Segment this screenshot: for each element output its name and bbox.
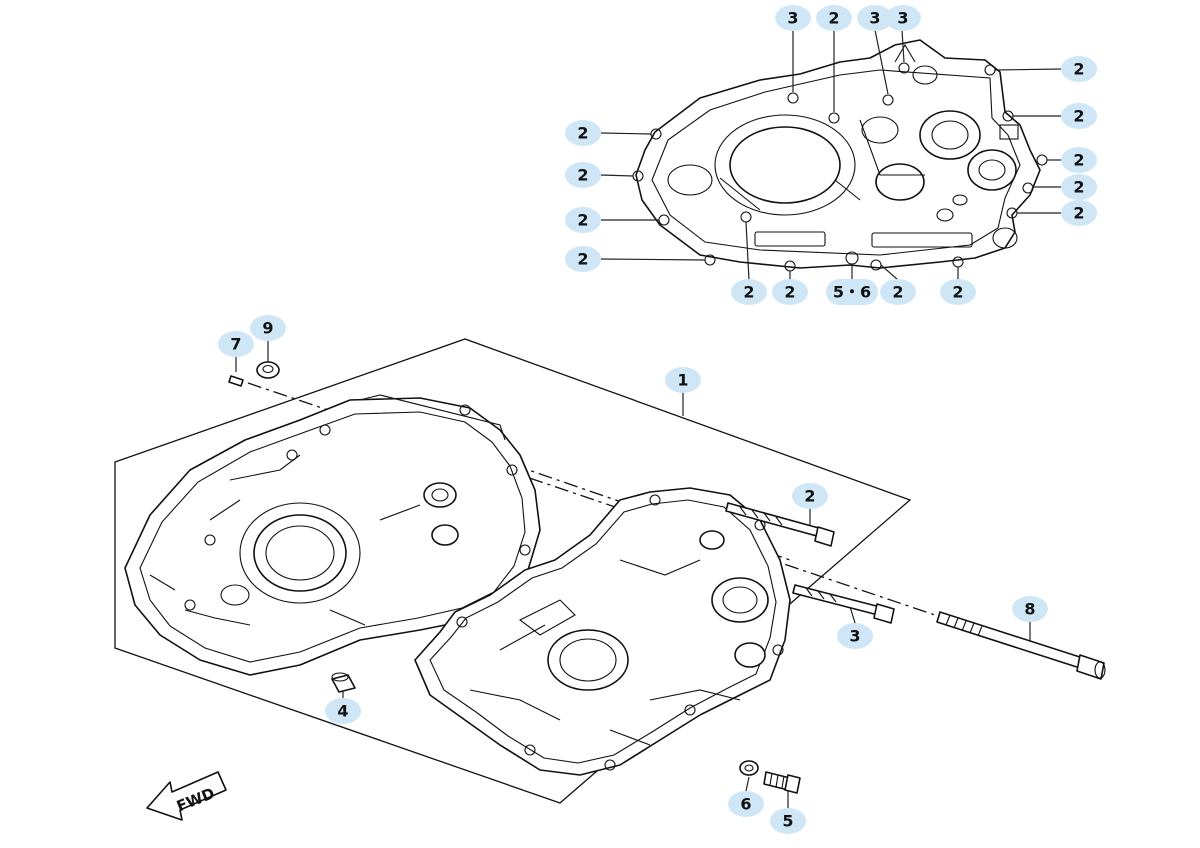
- callout: 2: [565, 207, 601, 233]
- svg-text:2: 2: [952, 283, 963, 302]
- svg-text:2: 2: [1073, 178, 1084, 197]
- callout: 1: [665, 367, 701, 393]
- callout: 2: [1061, 147, 1097, 173]
- svg-text:3: 3: [849, 627, 860, 646]
- callout: 4: [325, 698, 361, 724]
- svg-text:2: 2: [1073, 60, 1084, 79]
- svg-text:4: 4: [337, 702, 348, 721]
- callout: 2: [1061, 56, 1097, 82]
- callout: 2: [565, 120, 601, 146]
- callout: 2: [940, 279, 976, 305]
- svg-text:2: 2: [577, 250, 588, 269]
- top-view-leaders: [600, 29, 1062, 281]
- svg-text:2: 2: [892, 283, 903, 302]
- left-half-bearing-bore: [253, 514, 347, 592]
- svg-text:2: 2: [577, 211, 588, 230]
- crankcase-top-view: [632, 39, 1048, 272]
- callouts: 3 2 3 3 2 2 2 2 2 2 2 2 2 2 2 5・6 2 2 1 …: [218, 5, 1097, 834]
- forward-arrow-icon: [146, 771, 227, 821]
- plug-5: [763, 771, 801, 794]
- svg-text:3: 3: [897, 9, 908, 28]
- svg-text:7: 7: [230, 335, 241, 354]
- svg-text:2: 2: [828, 9, 839, 28]
- forward-direction-indicator: FWD: [146, 771, 227, 821]
- svg-text:9: 9: [262, 319, 273, 338]
- callout: 6: [728, 791, 764, 817]
- svg-text:5: 5: [782, 812, 793, 831]
- main-view-leaders: [235, 341, 1031, 808]
- svg-text:2: 2: [1073, 151, 1084, 170]
- callout: 2: [816, 5, 852, 31]
- cylinder-bore-top: [729, 126, 841, 204]
- svg-text:2: 2: [804, 487, 815, 506]
- callout: 2: [792, 483, 828, 509]
- svg-text:3: 3: [787, 9, 798, 28]
- callout: 3: [775, 5, 811, 31]
- long-bolt-8: [936, 611, 1106, 680]
- svg-text:3: 3: [869, 9, 880, 28]
- callout: 2: [1061, 200, 1097, 226]
- callout: 2: [1061, 174, 1097, 200]
- callout: 2: [565, 246, 601, 272]
- callout: 2: [880, 279, 916, 305]
- callout: 7: [218, 331, 254, 357]
- svg-text:2: 2: [743, 283, 754, 302]
- callout: 2: [1061, 103, 1097, 129]
- oil-seal-9: [256, 361, 280, 379]
- callout: 3: [885, 5, 921, 31]
- right-crankcase-half: [414, 487, 791, 776]
- callout: 3: [857, 5, 893, 31]
- svg-text:2: 2: [1073, 107, 1084, 126]
- callout: 2: [772, 279, 808, 305]
- svg-text:8: 8: [1024, 600, 1035, 619]
- svg-text:2: 2: [1073, 204, 1084, 223]
- svg-text:2: 2: [784, 283, 795, 302]
- callout: 8: [1012, 596, 1048, 622]
- callout: 2: [731, 279, 767, 305]
- svg-text:1: 1: [677, 371, 688, 390]
- dowel-pin-4: [331, 672, 356, 693]
- callout: 2: [565, 162, 601, 188]
- callout: 5・6: [826, 279, 878, 305]
- dowel-pin-7: [228, 375, 244, 387]
- callout: 3: [837, 623, 873, 649]
- bolt-3: [792, 584, 895, 624]
- left-crankcase-half: [124, 394, 541, 676]
- svg-text:2: 2: [577, 124, 588, 143]
- bolt-2: [725, 502, 835, 547]
- callout: 9: [250, 315, 286, 341]
- callout: 5: [770, 808, 806, 834]
- svg-text:2: 2: [577, 166, 588, 185]
- svg-text:5・6: 5・6: [833, 283, 871, 302]
- washer-6: [739, 760, 759, 776]
- svg-text:6: 6: [740, 795, 751, 814]
